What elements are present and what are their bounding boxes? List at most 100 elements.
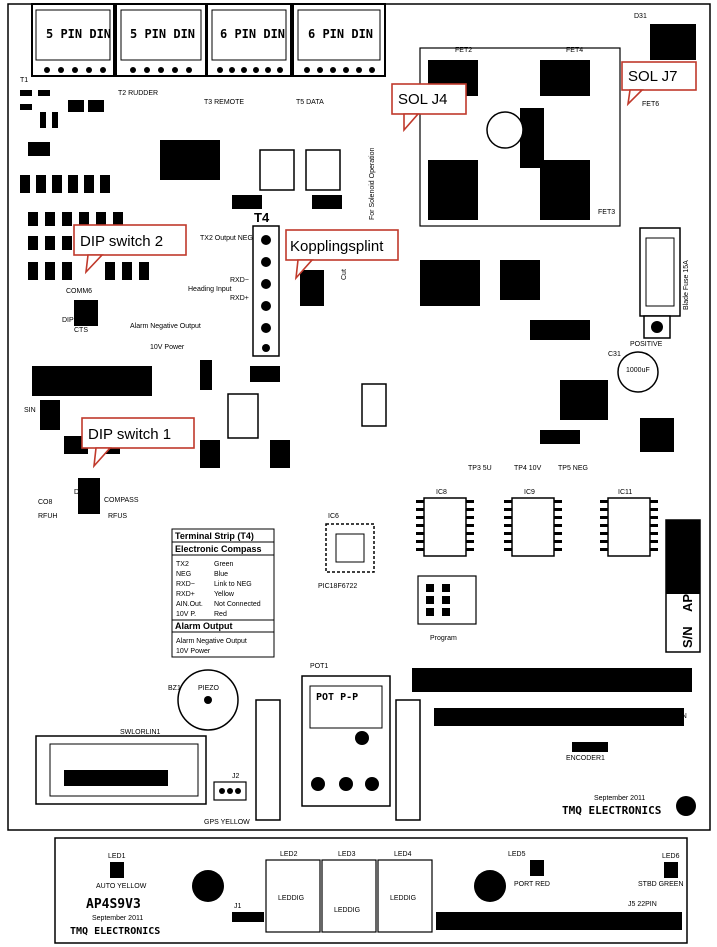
terminal-table-section2: Alarm Output — [175, 621, 233, 631]
leddig-label: LEDDIG — [390, 895, 416, 902]
lorlin-switch: LORLIN SWITCH SWLORLIN1 — [35, 729, 207, 805]
encoder: ENCODER1 — [566, 742, 608, 762]
serial-model-box: S/N AP4S9V3 — [665, 519, 701, 653]
t4-label: T4 — [254, 210, 270, 225]
tp4-label: TP4 10V — [514, 465, 542, 472]
piezo-label: PIEZO — [198, 685, 220, 692]
din-2-label: 5 PIN DIN — [130, 27, 195, 41]
fet4-label: FET4 — [566, 47, 583, 54]
ic9-label: IC9 — [524, 489, 535, 496]
t2-label: T2 RUDDER — [118, 90, 158, 97]
positive-label: POSITIVE — [630, 341, 663, 348]
j2-label: J2 — [232, 773, 240, 780]
for-solenoid-label: For Solenoid Operation — [369, 148, 376, 220]
gps-connector: J2 GPS YELLOW — [204, 773, 250, 826]
tp3-label: TP3 5U — [468, 465, 492, 472]
bottom-led-board: LED1 AUTO YELLOW LED2 LED3 LED4 LEDDIG L… — [70, 851, 684, 937]
bz1-label: BZ1 — [168, 685, 181, 692]
t5-label: T5 DATA — [296, 99, 324, 106]
rfuh-label: RFUH — [38, 513, 57, 520]
terminal-row-value: Yellow — [214, 591, 235, 598]
callout-kopplingsplint: Kopplingsplint — [285, 229, 399, 281]
cut-label: Cut — [341, 269, 348, 280]
terminal-alarm-row: 10V Power — [176, 648, 211, 655]
callout-sol-j4-text: SOL J4 — [398, 91, 447, 108]
j1-label: J1 — [234, 903, 242, 910]
din-1-label: 5 PIN DIN — [46, 27, 111, 41]
callout-dip-switch-2: DIP switch 2 — [73, 224, 187, 275]
callout-kopplingsplint-text: Kopplingsplint — [290, 238, 384, 255]
cap-1000uf-label: 1000uF — [626, 367, 650, 374]
gps-yellow-label: GPS YELLOW — [204, 819, 250, 826]
power-section: FET2 FET4 FET3 FET6 D31 C31 1000uF Blade… — [341, 13, 696, 393]
terminal-row-label: AIN.Out. — [176, 601, 203, 608]
din-3-label: 6 PIN DIN — [220, 27, 285, 41]
main-board-date: September 2011 — [594, 795, 645, 802]
fet3-label: FET3 — [598, 209, 615, 216]
terminal-row-label: NEG — [176, 571, 191, 578]
led5-label: LED5 — [508, 851, 526, 858]
rfus-label: RFUS — [108, 513, 127, 520]
co8-label: CO8 — [38, 499, 53, 506]
mounting-hole — [676, 796, 696, 816]
encoder-label: ENCODER1 — [566, 755, 605, 762]
terminal-strip-t4: T4 — [252, 210, 280, 357]
tp5-label: TP5 NEG — [558, 465, 588, 472]
sin-label: SIN — [24, 407, 36, 414]
t1-label: T1 — [20, 77, 28, 84]
blade-fuse-label: Blade Fuse 15A — [683, 260, 690, 310]
terminal-row-label: TX2 — [176, 561, 189, 568]
din-4-label: 6 PIN DIN — [308, 27, 373, 41]
lower-ics: IC8 IC9 IC11 — [416, 489, 658, 557]
cts-label: CTS — [74, 327, 88, 334]
tx2-output-neg: TX2 Output NEG — [200, 235, 253, 242]
callout-sol-j7: SOL J7 — [621, 61, 697, 107]
rxd-minus: RXD− — [230, 277, 249, 284]
terminal-row-value: Not Connected — [214, 601, 261, 608]
swlorlin-label: SWLORLIN1 — [120, 729, 161, 736]
terminal-alarm-row: Alarm Negative Output — [176, 638, 247, 645]
auto-yellow-label: AUTO YELLOW — [96, 883, 147, 890]
callout-dip-switch-1-text: DIP switch 1 — [88, 426, 171, 443]
bottom-model-label: AP4S9V3 — [86, 897, 141, 912]
comm6-label: COMM6 — [66, 288, 92, 295]
dip2-label: DIP2 — [62, 317, 78, 324]
led6-label: LED6 — [662, 853, 680, 860]
main-board-maker: TMQ ELECTRONICS — [562, 804, 661, 817]
led1-label: LED1 — [108, 853, 126, 860]
j6-label: J6 22PIN — [658, 713, 687, 720]
compass-label: COMPASS — [104, 497, 139, 504]
terminal-strip-table: Terminal Strip (T4) Electronic Compass T… — [171, 528, 275, 658]
ic11-label: IC11 — [618, 489, 632, 496]
callout-dip-switch-2-text: DIP switch 2 — [80, 233, 163, 250]
alarm-negative-output: Alarm Negative Output — [130, 323, 201, 330]
bottom-date-label: September 2011 — [92, 915, 143, 922]
pic-label: PIC18F6722 — [318, 583, 357, 590]
port-red-label: PORT RED — [514, 881, 550, 888]
leddig-label: LEDDIG — [278, 895, 304, 902]
lorlin-switch-label: LORLIN SWITCH — [82, 774, 160, 785]
j5-label: J5 22PIN — [628, 901, 657, 908]
program-label: Program — [430, 635, 457, 642]
led4-label: LED4 — [394, 851, 412, 858]
pot1-label: POT1 — [310, 663, 328, 670]
pic-ic6: IC6 PIC18F6722 — [318, 513, 375, 590]
pot-label: POT P-P — [316, 692, 358, 703]
resistor-row: J6 22PIN — [412, 668, 692, 726]
terminal-row-value: Red — [214, 611, 227, 618]
callout-sol-j4: SOL J4 — [391, 83, 467, 133]
leddig-label: LEDDIG — [334, 907, 360, 914]
t3-label: T3 REMOTE — [204, 99, 244, 106]
c31-label: C31 — [608, 351, 621, 358]
ic8-label: IC8 — [436, 489, 447, 496]
fet2-label: FET2 — [455, 47, 472, 54]
upper-ics — [160, 140, 387, 468]
callout-sol-j7-text: SOL J7 — [628, 68, 677, 85]
pot-switches: POT P-P POT1 — [255, 663, 421, 821]
dip1-label: DIP1 — [74, 489, 90, 496]
terminal-row-label: 10V P. — [176, 611, 196, 618]
terminal-row-value: Green — [214, 561, 234, 568]
program-header: Program — [417, 575, 477, 642]
terminal-row-label: RXD+ — [176, 591, 195, 598]
